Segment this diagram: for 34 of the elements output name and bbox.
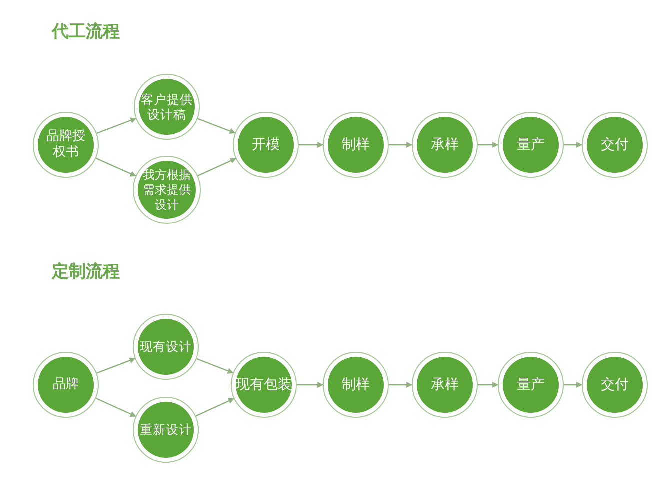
arrow	[198, 158, 237, 176]
arrow	[478, 142, 499, 148]
step-circle: 现有包装	[231, 352, 297, 418]
step-circle: 量产	[498, 352, 564, 418]
section-heading: 代工流程	[52, 22, 120, 42]
arrow	[96, 158, 136, 177]
arrow	[564, 142, 583, 148]
step-circle: 客户提供设计稿	[134, 74, 200, 140]
step-circle: 开模	[233, 112, 299, 178]
arrow	[478, 382, 499, 388]
step-circle: 承样	[412, 352, 478, 418]
step-circle: 制样	[323, 352, 389, 418]
arrow	[196, 398, 235, 417]
step-circle: 重新设计	[133, 397, 199, 463]
step-circle: 承样	[412, 112, 478, 178]
step-circle: 我方根据需求提供设计	[133, 156, 201, 224]
step-circle: 量产	[498, 112, 564, 178]
arrow	[297, 382, 324, 388]
step-circle: 制样	[323, 112, 389, 178]
arrow	[299, 142, 324, 148]
step-circle: 品牌	[33, 352, 99, 418]
step-circle: 品牌授权书	[33, 112, 99, 178]
arrow	[96, 358, 136, 374]
arrow	[196, 358, 234, 374]
arrow	[198, 118, 236, 134]
step-circle: 现有设计	[133, 314, 199, 380]
arrow	[96, 398, 136, 418]
section-heading: 定制流程	[52, 262, 120, 282]
arrow	[389, 382, 413, 388]
arrow	[96, 118, 137, 134]
arrow	[389, 142, 413, 148]
step-circle: 交付	[582, 352, 648, 418]
arrow	[564, 382, 583, 388]
step-circle: 交付	[582, 112, 648, 178]
